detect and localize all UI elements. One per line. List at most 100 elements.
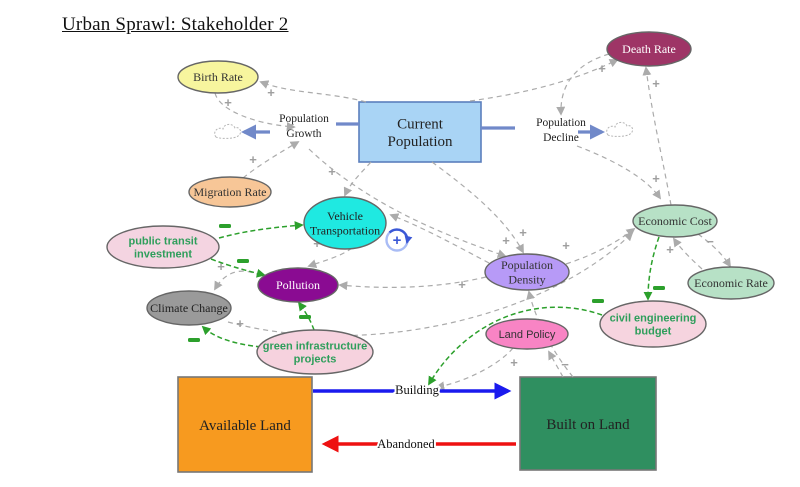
link-pollution-to-climate-change[interactable] bbox=[214, 270, 262, 291]
node-shape-population-density[interactable] bbox=[484, 253, 570, 291]
link-population-growth-to-population-density[interactable] bbox=[308, 148, 507, 258]
plus-sign: + bbox=[598, 61, 606, 76]
node-label-migration-rate: Migration Rate bbox=[194, 185, 267, 199]
node-shape-death-rate[interactable] bbox=[606, 31, 692, 67]
link-civil-engineering-budget-to-building[interactable] bbox=[428, 306, 603, 386]
plus-sign: + bbox=[267, 85, 275, 100]
plus-sign: + bbox=[313, 236, 321, 251]
link-current-population-to-population-density[interactable] bbox=[431, 161, 524, 254]
link-land-policy-to-building[interactable] bbox=[435, 347, 514, 391]
link-economic-cost-to-economic-rate[interactable] bbox=[697, 233, 731, 268]
node-shape-land-policy[interactable] bbox=[485, 318, 569, 350]
link-public-transit-investment-to-vehicle-transportation[interactable] bbox=[218, 221, 304, 239]
link-climate-change-to-economic-cost[interactable] bbox=[227, 231, 634, 337]
plus-sign: + bbox=[510, 355, 518, 370]
link-public-transit-investment-to-pollution[interactable] bbox=[210, 258, 266, 278]
node-economic-rate[interactable]: Economic Rate bbox=[687, 266, 775, 300]
link-population-density-to-economic-cost[interactable] bbox=[565, 227, 636, 265]
flow-building[interactable]: Building bbox=[313, 381, 512, 400]
link-economic-rate-to-economic-cost[interactable] bbox=[672, 237, 703, 270]
node-label-economic-cost: Economic Cost bbox=[638, 214, 712, 228]
node-shape-public-transit-investment[interactable] bbox=[106, 225, 220, 269]
link-population-decline-to-economic-cost[interactable] bbox=[576, 145, 662, 200]
node-label-pollution: Pollution bbox=[276, 278, 320, 292]
stock-rect-built-on-land[interactable] bbox=[519, 376, 657, 471]
node-death-rate[interactable]: Death Rate bbox=[606, 31, 692, 67]
plus-sign: + bbox=[217, 259, 225, 274]
node-label-land-policy: Land Policy bbox=[499, 329, 556, 341]
stock-rect-available-land[interactable] bbox=[177, 376, 313, 473]
node-shape-economic-rate[interactable] bbox=[687, 266, 775, 300]
node-climate-change[interactable]: Climate Change bbox=[146, 290, 232, 326]
stock-label-available-land: Available Land bbox=[199, 418, 291, 434]
link-built-on-land-to-land-policy[interactable] bbox=[548, 350, 564, 378]
flow-abandoned[interactable]: Abandoned bbox=[321, 435, 516, 453]
link-current-population-to-vehicle-transportation[interactable] bbox=[343, 161, 372, 197]
flow-label-abandoned[interactable]: Abandoned bbox=[375, 435, 437, 453]
plus-sign: + bbox=[652, 171, 660, 186]
loop-plus-sign: + bbox=[393, 232, 402, 249]
minus-sign bbox=[188, 338, 200, 342]
flow-label-building[interactable]: Building bbox=[393, 381, 442, 399]
node-label-climate-change: Climate Change bbox=[150, 301, 228, 315]
node-shape-economic-cost[interactable] bbox=[632, 204, 718, 238]
link-economic-cost-to-civil-engineering-budget[interactable] bbox=[643, 236, 660, 301]
plus-sign: + bbox=[328, 164, 336, 179]
link-green-infrastructure-projects-to-pollution[interactable] bbox=[297, 301, 315, 331]
stock-built-on-land[interactable]: Built on Land bbox=[519, 376, 657, 471]
link-vehicle-transportation-to-pollution[interactable] bbox=[307, 247, 353, 268]
link-population-density-to-pollution[interactable] bbox=[338, 276, 487, 291]
minus-sign bbox=[237, 259, 249, 263]
link-population-density-to-vehicle-transportation[interactable] bbox=[389, 213, 490, 264]
node-shape-climate-change[interactable] bbox=[146, 290, 232, 326]
minus-sign: − bbox=[706, 234, 714, 249]
node-economic-cost[interactable]: Economic Cost bbox=[632, 204, 718, 238]
node-label-economic-rate: Economic Rate bbox=[694, 276, 768, 290]
node-shape-green-infrastructure-projects[interactable] bbox=[256, 329, 374, 375]
node-shape-pollution[interactable] bbox=[257, 267, 339, 303]
node-land-policy[interactable]: Land Policy bbox=[485, 318, 569, 350]
node-shape-civil-engineering-budget[interactable] bbox=[599, 300, 707, 348]
decline-cloud-icon bbox=[606, 121, 634, 137]
stock-available-land[interactable]: Available Land bbox=[177, 376, 313, 473]
link-death-rate-to-population-decline[interactable] bbox=[556, 53, 610, 116]
link-current-population-to-birth-rate[interactable] bbox=[259, 80, 367, 103]
node-migration-rate[interactable]: Migration Rate bbox=[188, 176, 272, 208]
plus-sign: + bbox=[562, 238, 570, 253]
link-built-on-land-to-population-density[interactable] bbox=[526, 290, 574, 378]
link-green-infrastructure-projects-to-climate-change[interactable] bbox=[201, 325, 262, 348]
node-label-death-rate: Death Rate bbox=[622, 42, 676, 56]
node-pollution[interactable]: Pollution bbox=[257, 267, 339, 303]
node-shape-vehicle-transportation[interactable] bbox=[303, 196, 387, 250]
node-shape-migration-rate[interactable] bbox=[188, 176, 272, 208]
node-birth-rate[interactable]: Birth Rate bbox=[177, 60, 259, 94]
plus-sign: + bbox=[458, 277, 466, 292]
link-current-population-to-death-rate[interactable] bbox=[469, 59, 619, 102]
plus-sign: + bbox=[236, 316, 244, 331]
plus-sign: + bbox=[666, 242, 674, 257]
stock-rect-current-population[interactable] bbox=[358, 101, 482, 163]
reinforcing-loop-icon: + bbox=[385, 228, 413, 252]
minus-sign bbox=[592, 299, 604, 303]
plus-sign: + bbox=[502, 233, 510, 248]
node-shape-birth-rate[interactable] bbox=[177, 60, 259, 94]
minus-sign bbox=[653, 286, 665, 290]
plus-sign: + bbox=[224, 95, 232, 110]
